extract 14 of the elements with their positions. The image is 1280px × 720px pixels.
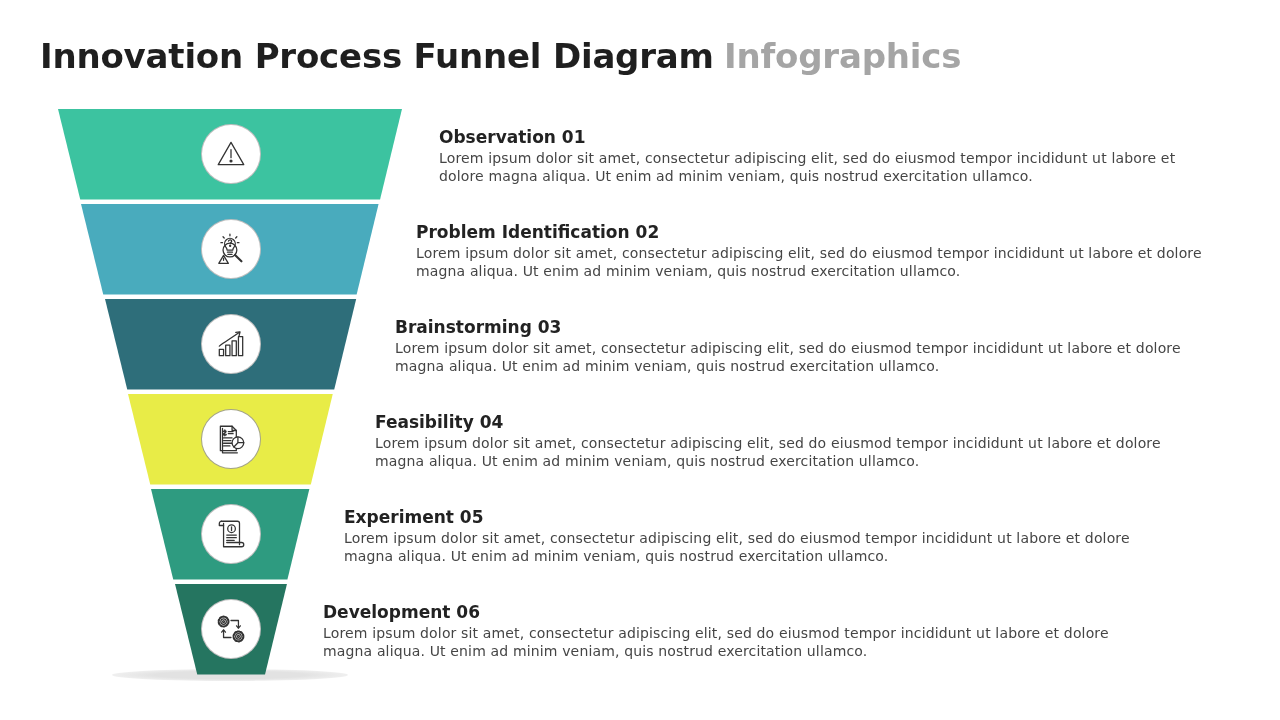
stage-description: Lorem ipsum dolor sit amet, consectetur adipiscing elit, sed do eiusmod tempor incididunt ut labore et dolore magna aliqua. Ut enim ad minim veniam, quis nostrud exercitation ullamco. [344,529,1131,565]
stage-heading: Development 06 [323,602,481,622]
stage-heading: Observation 01 [439,127,587,147]
stage-description: Lorem ipsum dolor sit amet, consectetur adipiscing elit, sed do eiusmod tempor incididunt ut labore et dolore magna aliqua. Ut enim ad minim veniam, quis nostrud exercitation ullamco. [395,339,1182,375]
stage-heading: Experiment 05 [344,507,485,527]
stage-heading: Problem Identification 02 [416,222,661,242]
stage-description: Lorem ipsum dolor sit amet, consectetur adipiscing elit, sed do eiusmod tempor incididunt ut labore et dolore magna aliqua. Ut enim ad minim veniam, quis nostrud exercitation ullamco. [439,149,1177,185]
stage-description: Lorem ipsum dolor sit amet, consectetur adipiscing elit, sed do eiusmod tempor incididunt ut labore et dolore magna aliqua. Ut enim ad minim veniam, quis nostrud exercitation ullamco. [416,244,1203,280]
title-accent: Infographics [724,36,962,76]
stage-description: Lorem ipsum dolor sit amet, consectetur adipiscing elit, sed do eiusmod tempor incididunt ut labore et dolore magna aliqua. Ut enim ad minim veniam, quis nostrud exercitation ullamco. [375,434,1162,470]
stage-heading: Feasibility 04 [375,412,505,432]
stage-description: Lorem ipsum dolor sit amet, consectetur adipiscing elit, sed do eiusmod tempor incididunt ut labore et dolore magna aliqua. Ut enim ad minim veniam, quis nostrud exercitation ullamco. [323,624,1110,660]
stage-heading: Brainstorming 03 [395,317,563,337]
title: Innovation Process Funnel Diagram [40,36,714,76]
